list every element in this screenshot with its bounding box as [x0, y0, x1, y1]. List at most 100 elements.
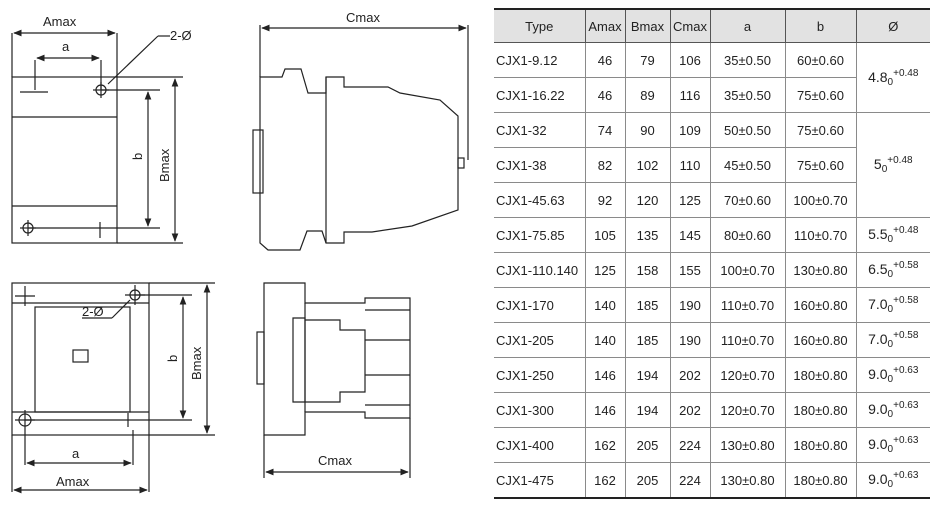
- cell-bmax: 194: [624, 357, 671, 393]
- cell-amax: 105: [584, 217, 626, 253]
- diameter-upper-tolerance: +0.58: [893, 260, 919, 271]
- cell-amax: 125: [584, 252, 626, 288]
- diameter-base: 5.5: [868, 226, 888, 242]
- cell-type: CJX1-38: [494, 147, 586, 183]
- cell-cmax: 202: [669, 357, 711, 393]
- cell-a: 130±0.80: [709, 462, 786, 499]
- cell-type: CJX1-205: [494, 322, 586, 358]
- cell-a: 120±0.70: [709, 392, 786, 428]
- diameter-lower-tolerance: 0: [881, 164, 888, 175]
- cell-b: 100±0.70: [784, 182, 856, 218]
- cell-b: 180±0.80: [784, 357, 857, 393]
- cell-b: 160±0.80: [784, 322, 857, 358]
- amax-label-bottom: Amax: [56, 474, 90, 489]
- cell-a: 70±0.60: [709, 182, 786, 218]
- diameter-base: 4.8: [868, 68, 888, 85]
- cell-b: 75±0.60: [784, 147, 856, 183]
- cell-type: CJX1-475: [494, 462, 586, 499]
- diameter-lower-tolerance: 0: [887, 234, 894, 245]
- cell-cmax: 145: [669, 217, 711, 253]
- dimension-drawings: Amax a 2-Ø b Bmax Cmax 2-Ø b Bmax a Amax…: [11, 10, 469, 494]
- diameter-base: 7.0: [868, 331, 888, 347]
- cell-amax: 82: [584, 147, 626, 183]
- diameter-upper-tolerance: +0.63: [893, 400, 919, 411]
- cell-b: 180±0.80: [784, 462, 857, 499]
- cell-bmax: 205: [624, 427, 671, 463]
- cell-diameter: 9.00+0.63: [855, 357, 930, 393]
- cell-bmax: 89: [624, 77, 671, 113]
- cell-cmax: 106: [669, 42, 711, 78]
- cell-diameter: 7.00+0.58: [855, 287, 930, 323]
- cell-amax: 162: [584, 427, 626, 463]
- cell-cmax: 125: [669, 182, 711, 218]
- cmax-label-bottom: Cmax: [318, 453, 352, 468]
- cell-a: 130±0.80: [709, 427, 786, 463]
- cell-amax: 146: [584, 392, 626, 428]
- diameter-base: 7.0: [868, 296, 888, 312]
- diameter-upper-tolerance: +0.58: [893, 330, 919, 341]
- header-a: a: [709, 8, 786, 43]
- cell-diameter: 5.50+0.48: [855, 217, 930, 253]
- bmax-label-top: Bmax: [157, 148, 172, 182]
- diameter-base: 6.5: [868, 261, 888, 277]
- cell-diameter: 9.00+0.63: [855, 427, 930, 463]
- cell-a: 110±0.70: [709, 322, 786, 358]
- amax-label-top: Amax: [43, 14, 77, 29]
- cell-diameter: 9.00+0.63: [855, 392, 930, 428]
- cell-type: CJX1-32: [494, 112, 586, 148]
- cell-type: CJX1-250: [494, 357, 586, 393]
- b-label-bottom: b: [165, 355, 180, 362]
- a-label-bottom: a: [72, 446, 80, 461]
- cell-diameter: 7.00+0.58: [855, 322, 930, 358]
- cell-amax: 92: [584, 182, 626, 218]
- cell-type: CJX1-16.22: [494, 77, 586, 113]
- bmax-label-bottom: Bmax: [189, 346, 204, 380]
- cell-diameter: 6.50+0.58: [855, 252, 930, 288]
- header-diameter: Ø: [855, 8, 930, 43]
- cell-cmax: 224: [669, 462, 711, 499]
- front-view-small: [11, 33, 183, 244]
- header-type: Type: [494, 8, 586, 43]
- diameter-base: 9.0: [868, 436, 888, 452]
- cell-cmax: 116: [669, 77, 711, 113]
- diameter-lower-tolerance: 0: [887, 479, 894, 490]
- diameter-upper-tolerance: +0.48: [893, 67, 919, 79]
- cell-bmax: 102: [624, 147, 671, 183]
- diameter-upper-tolerance: +0.48: [893, 225, 919, 236]
- diameter-base: 9.0: [868, 401, 888, 417]
- cell-type: CJX1-75.85: [494, 217, 586, 253]
- cell-a: 110±0.70: [709, 287, 786, 323]
- cell-cmax: 202: [669, 392, 711, 428]
- diameter-base: 9.0: [868, 471, 888, 487]
- cell-diameter: 50+0.48: [855, 112, 930, 218]
- cell-cmax: 190: [669, 287, 711, 323]
- cell-diameter: 4.80+0.48: [855, 42, 930, 113]
- diameter-upper-tolerance: +0.48: [887, 155, 913, 166]
- cell-b: 60±0.60: [784, 42, 857, 78]
- cell-bmax: 135: [624, 217, 671, 253]
- diameter-upper-tolerance: +0.63: [893, 365, 919, 376]
- a-label-top: a: [62, 39, 70, 54]
- cell-amax: 46: [584, 77, 626, 113]
- cell-b: 110±0.70: [784, 217, 857, 253]
- cell-cmax: 224: [669, 427, 711, 463]
- cell-cmax: 110: [669, 147, 711, 183]
- holes-label-top: 2-Ø: [170, 28, 192, 43]
- cell-b: 130±0.80: [784, 252, 857, 288]
- cell-bmax: 90: [624, 112, 671, 148]
- diameter-lower-tolerance: 0: [887, 76, 894, 88]
- diameter-lower-tolerance: 0: [887, 409, 894, 420]
- cell-amax: 46: [584, 42, 626, 78]
- cell-bmax: 205: [624, 462, 671, 499]
- diameter-lower-tolerance: 0: [887, 444, 894, 455]
- cell-bmax: 158: [624, 252, 671, 288]
- cell-type: CJX1-400: [494, 427, 586, 463]
